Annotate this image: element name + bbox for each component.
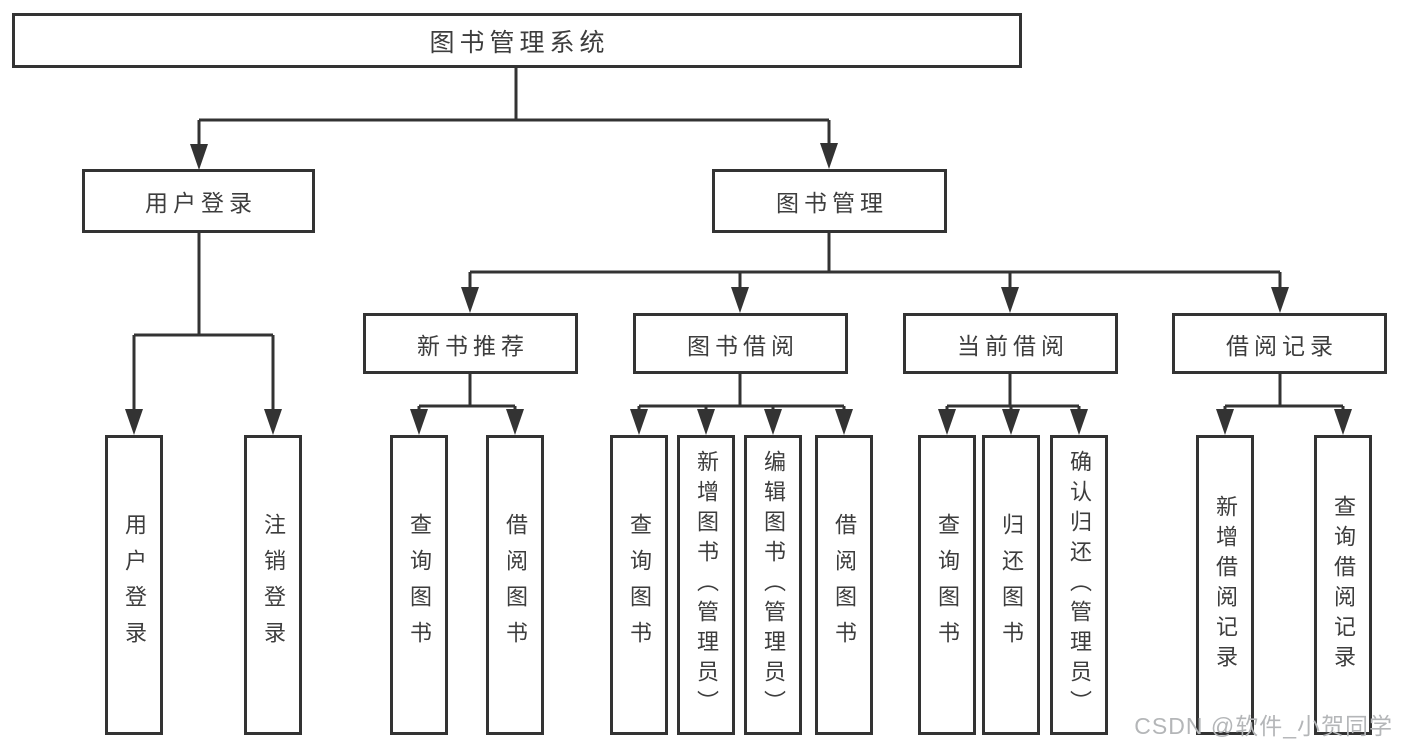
node-label: 用户登录 <box>145 190 257 216</box>
leaf-label: 用户登录 <box>122 513 147 657</box>
leaf-query-books-recommendation: 查询图书 <box>390 435 448 735</box>
edges-root <box>190 68 838 170</box>
leaf-borrow-books: 借阅图书 <box>815 435 873 735</box>
edges-book-borrowing <box>630 374 853 435</box>
leaf-edit-book-admin: 编辑图书（管理员） <box>744 435 802 735</box>
edges-new-book-recommendation <box>410 374 524 435</box>
leaf-label: 归还图书 <box>999 513 1024 657</box>
leaf-query-borrow-record: 查询借阅记录 <box>1314 435 1372 735</box>
edges-user-login <box>125 233 282 435</box>
leaf-user-login: 用户登录 <box>105 435 163 735</box>
edges-borrowing-records <box>1216 374 1352 435</box>
leaf-return-books: 归还图书 <box>982 435 1040 735</box>
leaf-add-book-admin: 新增图书（管理员） <box>677 435 735 735</box>
node-book-borrowing: 图书借阅 <box>633 313 848 374</box>
leaf-logout: 注销登录 <box>244 435 302 735</box>
leaf-label: 确认归还（管理员） <box>1067 450 1092 720</box>
node-label: 图书管理 <box>776 190 888 216</box>
node-label: 借阅记录 <box>1226 332 1338 359</box>
edges-current-borrowing <box>938 374 1088 435</box>
node-current-borrowing: 当前借阅 <box>903 313 1118 374</box>
watermark: CSDN @软件_小贺同学 <box>1134 713 1393 739</box>
leaf-confirm-return-admin: 确认归还（管理员） <box>1050 435 1108 735</box>
leaf-label: 新增图书（管理员） <box>694 450 719 720</box>
node-book-management: 图书管理 <box>712 169 947 233</box>
leaf-query-books-borrowing: 查询图书 <box>610 435 668 735</box>
leaf-label: 查询借阅记录 <box>1331 495 1356 675</box>
node-label: 新书推荐 <box>417 332 529 359</box>
leaf-borrow-books-recommendation: 借阅图书 <box>486 435 544 735</box>
node-label: 当前借阅 <box>957 332 1069 359</box>
leaf-label: 查询图书 <box>407 513 432 657</box>
leaf-label: 查询图书 <box>627 513 652 657</box>
leaf-label: 注销登录 <box>261 513 286 657</box>
leaf-add-borrow-record: 新增借阅记录 <box>1196 435 1254 735</box>
edges-book-management <box>461 233 1289 313</box>
leaf-label: 新增借阅记录 <box>1213 495 1238 675</box>
node-user-login: 用户登录 <box>82 169 315 233</box>
leaf-label: 编辑图书（管理员） <box>761 450 786 720</box>
node-label: 图书借阅 <box>687 332 799 359</box>
node-borrowing-records: 借阅记录 <box>1172 313 1387 374</box>
leaf-label: 借阅图书 <box>503 513 528 657</box>
node-new-book-recommendation: 新书推荐 <box>363 313 578 374</box>
node-library-management-system: 图书管理系统 <box>12 13 1022 68</box>
leaf-label: 查询图书 <box>935 513 960 657</box>
node-label: 图书管理系统 <box>429 28 610 57</box>
leaf-query-books-current: 查询图书 <box>918 435 976 735</box>
leaf-label: 借阅图书 <box>832 513 857 657</box>
